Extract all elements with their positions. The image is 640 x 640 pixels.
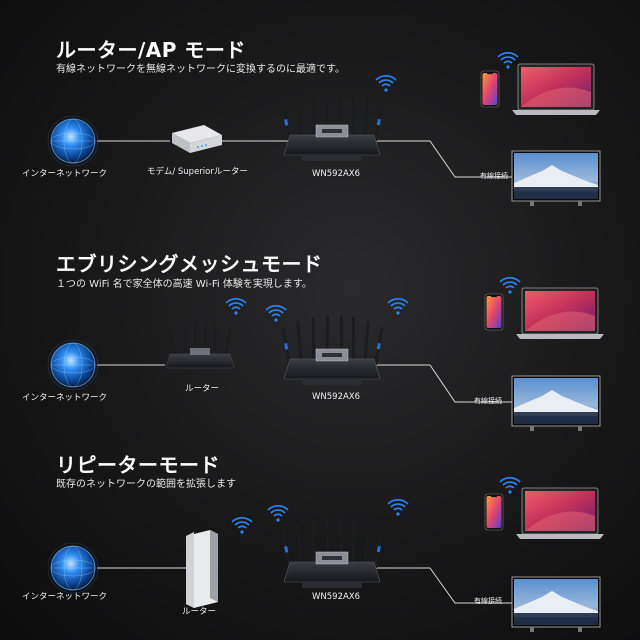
section-3-wired-label: 有線接続 <box>474 597 502 605</box>
section-1-router-label: WN592AX6 <box>312 169 361 179</box>
section-3-title: リピーターモード <box>56 453 220 477</box>
section-1-internet-label: インターネットワーク <box>22 169 108 179</box>
section-3-diagram <box>47 476 605 633</box>
section-2-device-label: ルーター <box>185 384 220 394</box>
section-1-link-router-tv <box>374 140 512 178</box>
section-3-tower-router-icon <box>186 530 218 608</box>
section-1-title: ルーター/AP モード <box>56 38 246 62</box>
section-3-tv-icon <box>511 576 601 633</box>
section-3-phone-wifi-icon <box>499 476 521 495</box>
section-1-router-wifi-icon <box>375 74 397 93</box>
section-2-main-router-icon <box>280 314 385 386</box>
section-2-wired-label: 有線接続 <box>474 397 502 405</box>
section-3-laptop-icon <box>515 487 605 540</box>
section-3-router-label: WN592AX6 <box>312 592 361 602</box>
section-2-main-router-wifi-icon <box>387 297 409 316</box>
section-1-modem-icon <box>172 125 222 153</box>
section-1-router-icon <box>280 90 385 162</box>
section-2-diagram <box>47 276 605 432</box>
section-1-wired-label: 有線接続 <box>480 172 508 180</box>
section-3-globe-icon <box>47 542 99 594</box>
section-1-phone-icon <box>480 70 500 108</box>
section-1-diagram <box>47 51 601 207</box>
section-1-tv-icon <box>511 150 601 207</box>
section-3-main-router-wifi-icon <box>387 498 409 517</box>
section-2-description: １つの WiFi 名で家全体の高速 Wi-Fi 体験を実現します。 <box>56 279 312 290</box>
section-2-phone-wifi-icon <box>499 276 521 295</box>
section-2-phone-icon <box>484 293 504 331</box>
section-1-phone-wifi-icon <box>497 51 519 70</box>
section-1-laptop-icon <box>511 63 601 116</box>
section-2-title: エブリシングメッシュモード <box>56 252 323 276</box>
section-2-internet-label: インターネットワーク <box>22 393 108 403</box>
section-3-description: 既存のネットワークの範囲を拡張します <box>56 479 236 490</box>
section-2-laptop-icon <box>515 287 605 340</box>
section-3-repeater-wifi-icon <box>267 504 289 523</box>
section-3-internet-label: インターネットワーク <box>22 592 108 602</box>
section-2-globe-icon <box>47 339 99 391</box>
section-2-tv-icon <box>511 375 601 432</box>
section-3-link-router-tv <box>374 567 512 604</box>
section-2-mesh-wifi-icon <box>265 304 287 323</box>
section-2-router-icon <box>165 323 235 369</box>
section-1-globe-icon <box>47 115 99 167</box>
section-3-main-router-icon <box>280 517 385 589</box>
section-2-router-wifi-icon <box>225 297 247 316</box>
section-3-router-wifi-icon <box>231 516 253 535</box>
section-3-device-label: ルーター <box>182 607 217 617</box>
section-2-router-label: WN592AX6 <box>312 392 361 402</box>
section-1-device-label: モデム/ Superiorルーター <box>147 167 248 177</box>
section-2-link-router-tv <box>374 364 512 403</box>
section-1-description: 有線ネットワークを無線ネットワークに変換するのに最適です。 <box>56 64 345 75</box>
section-3-phone-icon <box>484 493 504 531</box>
